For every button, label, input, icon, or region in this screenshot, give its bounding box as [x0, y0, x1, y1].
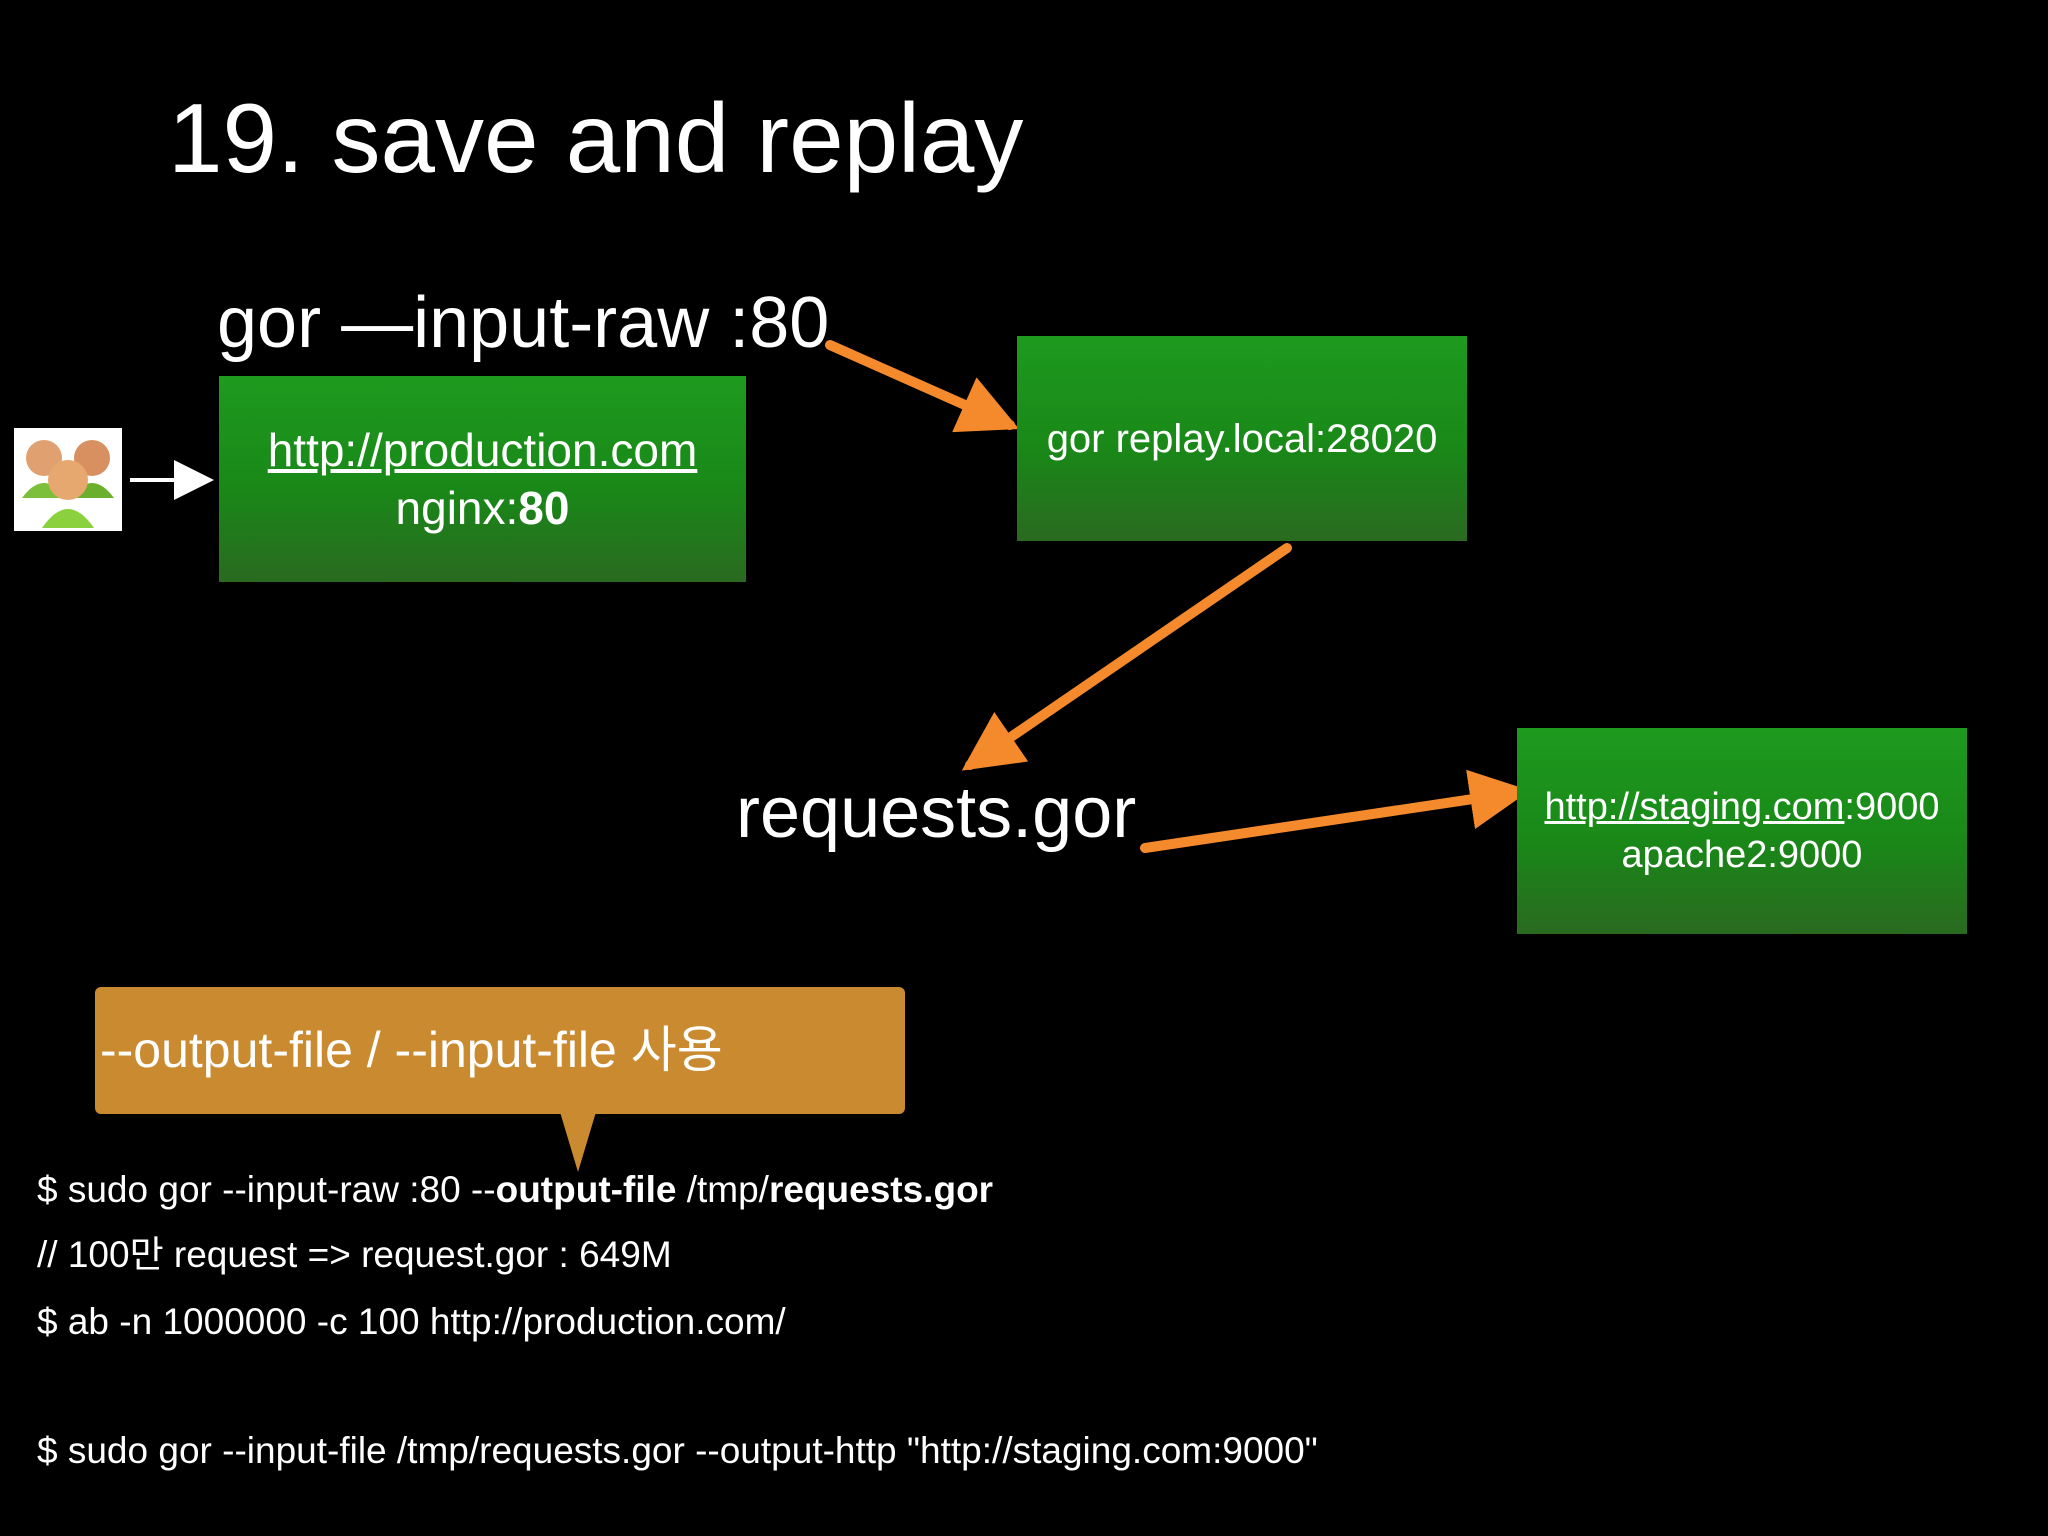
staging-server-box: http://staging.com:9000 apache2:9000: [1517, 728, 1967, 934]
replay-to-file-arrow: [961, 543, 1292, 771]
production-server-box: http://production.com nginx:80: [219, 376, 746, 582]
requests-file-label: requests.gor: [736, 773, 1137, 853]
callout-tail: [560, 1112, 596, 1172]
comment-line-size: // 100만 request => request.gor : 649M: [37, 1234, 672, 1275]
capture-command-label: gor —input-raw :80: [217, 283, 830, 363]
staging-server-label: apache2:9000: [1621, 834, 1863, 876]
replay-server-label: gor replay.local:28020: [1046, 416, 1438, 461]
staging-url-line: http://staging.com:9000: [1544, 786, 1940, 828]
replay-server-box: gor replay.local:28020: [1017, 336, 1467, 541]
staging-url-link[interactable]: http://staging.com: [1544, 786, 1845, 828]
callout-box: [95, 987, 905, 1114]
callout-text: --output-file / --input-file 사용: [100, 1022, 723, 1078]
users-group-icon: [14, 428, 122, 531]
file-to-staging-arrow: [1140, 769, 1530, 853]
production-url-link[interactable]: http://production.com: [267, 424, 698, 476]
slide-title: 19. save and replay: [168, 83, 1024, 193]
capture-to-replay-arrow: [825, 340, 1020, 433]
production-server-label: nginx:80: [395, 482, 570, 534]
command-line-save: $ sudo gor --input-raw :80 --output-file…: [37, 1169, 994, 1210]
command-line-ab: $ ab -n 1000000 -c 100 http://production…: [37, 1301, 786, 1342]
command-line-replay: $ sudo gor --input-file /tmp/requests.go…: [37, 1430, 1318, 1471]
